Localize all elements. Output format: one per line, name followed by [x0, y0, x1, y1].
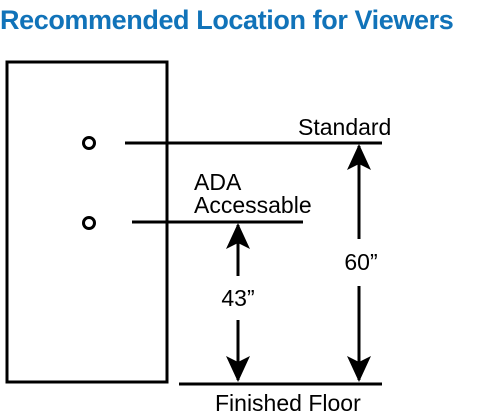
ada-label-line2: Accessable [194, 192, 312, 218]
standard-arrowhead-down [347, 356, 371, 382]
page-title: Recommended Location for Viewers [0, 5, 454, 35]
ada-viewer-hole [82, 216, 96, 230]
ada-label-line1: ADA [194, 169, 242, 195]
standard-label: Standard [298, 114, 391, 140]
finished-floor-label: Finished Floor [215, 390, 361, 416]
ada-height-label: 43” [221, 285, 254, 311]
ada-arrowhead-down [226, 356, 250, 382]
standard-height-label: 60” [344, 249, 377, 275]
standard-viewer-hole [82, 136, 96, 150]
standard-arrowhead-up [347, 144, 371, 170]
ada-arrowhead-up [226, 223, 250, 249]
